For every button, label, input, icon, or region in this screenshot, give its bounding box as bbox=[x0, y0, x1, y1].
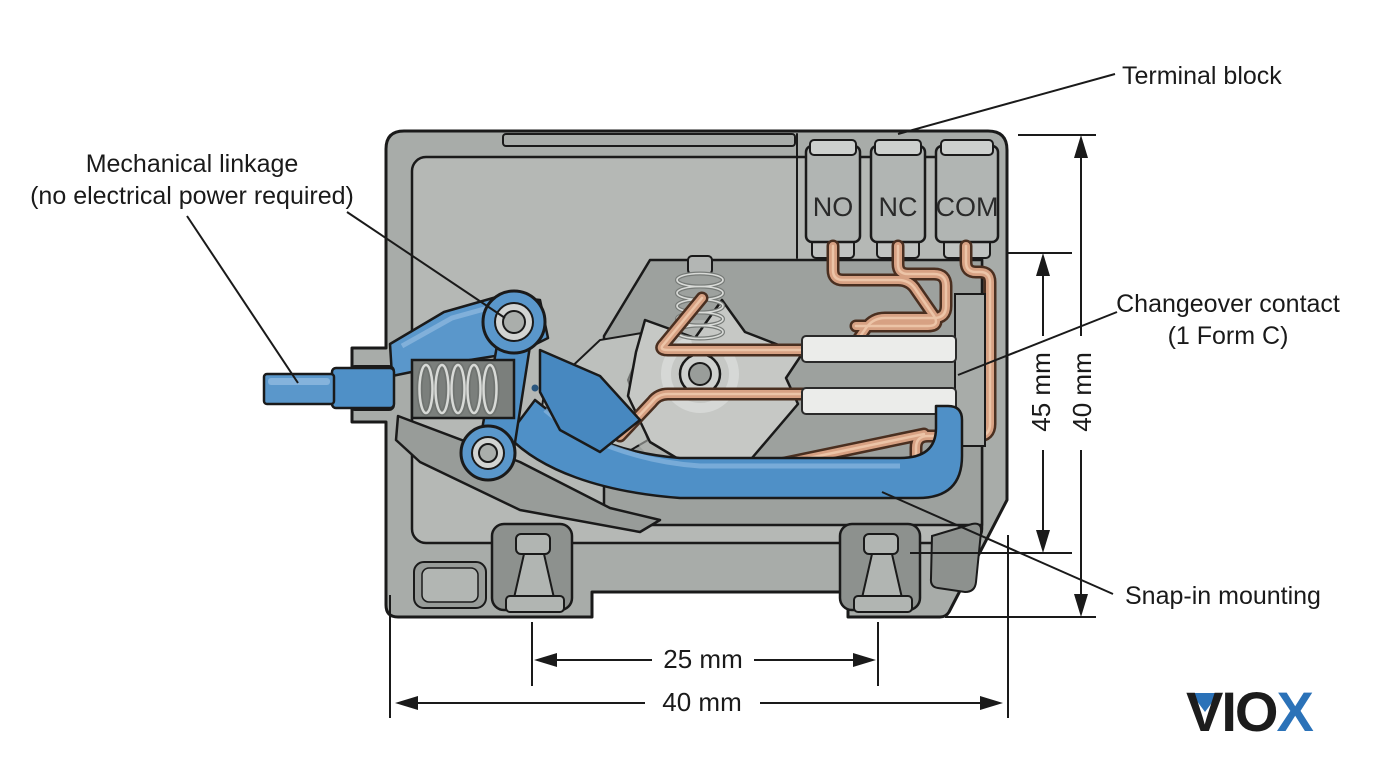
foot-clip-cap bbox=[515, 533, 551, 555]
terminal-screw-cap bbox=[809, 139, 857, 156]
label-changeover-contact-line1: Changeover contact bbox=[1116, 290, 1340, 318]
linkage-wedge bbox=[538, 348, 642, 454]
label-mechanical-linkage-line2: (no electrical power required) bbox=[30, 182, 354, 210]
pivot-lower bbox=[459, 424, 517, 482]
terminal-screw-cap bbox=[874, 139, 922, 156]
logo-letter-o: O bbox=[1234, 680, 1279, 743]
mounting-foot-left bbox=[490, 522, 574, 613]
linkage-link-hole bbox=[531, 384, 539, 392]
logo-letter-i: I bbox=[1221, 680, 1237, 743]
dimension-contact-height bbox=[910, 252, 1072, 554]
terminal-screw-cap bbox=[940, 139, 994, 156]
actuator-shaft bbox=[262, 365, 396, 411]
terminal-label-no: NO bbox=[813, 192, 854, 222]
logo-letter-v: V bbox=[1186, 680, 1223, 743]
corner-pocket-left bbox=[413, 561, 487, 609]
cam-axle-hole bbox=[688, 362, 712, 386]
leader-snap-in-mounting bbox=[881, 491, 1114, 595]
dimension-label-contact-height: 45 mm bbox=[1026, 352, 1056, 431]
foot-clip-base bbox=[505, 595, 565, 613]
dimension-overall-height bbox=[945, 134, 1096, 618]
leader-mechanical-linkage-shaft bbox=[186, 215, 299, 384]
linkage-frame bbox=[506, 398, 964, 500]
terminal-label-com: COM bbox=[936, 192, 999, 222]
mounting-foot-right bbox=[838, 522, 922, 613]
housing-top-slot bbox=[502, 133, 796, 147]
label-mechanical-linkage-line1: Mechanical linkage bbox=[86, 150, 299, 178]
leader-terminal-block bbox=[897, 73, 1116, 135]
foot-clip-cap bbox=[863, 533, 899, 555]
dimension-label-overall-height: 40 mm bbox=[1067, 352, 1097, 431]
dimension-mounting-pitch bbox=[531, 622, 879, 686]
dimension-label-mounting-pitch: 25 mm bbox=[663, 644, 742, 674]
bevel-pocket bbox=[929, 522, 983, 594]
viox-logo: V I O X bbox=[1186, 680, 1314, 743]
dimension-overall-width bbox=[389, 535, 1009, 718]
dimension-label-overall-width: 40 mm bbox=[662, 687, 741, 717]
leader-lines bbox=[186, 73, 1118, 595]
shaft-highlight bbox=[268, 378, 330, 385]
terminal-com: COM bbox=[934, 139, 1000, 259]
leader-changeover-contact bbox=[957, 311, 1118, 376]
pivot-upper bbox=[481, 289, 547, 355]
shaft-inner bbox=[330, 366, 396, 410]
label-changeover-contact-line2: (1 Form C) bbox=[1168, 322, 1289, 350]
spring-pin bbox=[687, 255, 713, 275]
logo-letter-x: X bbox=[1276, 680, 1313, 743]
label-terminal-block: Terminal block bbox=[1122, 62, 1282, 90]
contact-pad-lower bbox=[801, 387, 957, 415]
return-spring bbox=[410, 358, 516, 420]
logo-triangle-icon bbox=[1191, 693, 1219, 712]
terminal-label-nc: NC bbox=[879, 192, 918, 222]
foot-clip-base bbox=[853, 595, 913, 613]
leader-mechanical-linkage-lever bbox=[346, 211, 506, 319]
label-snap-in-mounting: Snap-in mounting bbox=[1125, 582, 1321, 610]
contact-pad-upper bbox=[801, 335, 957, 363]
